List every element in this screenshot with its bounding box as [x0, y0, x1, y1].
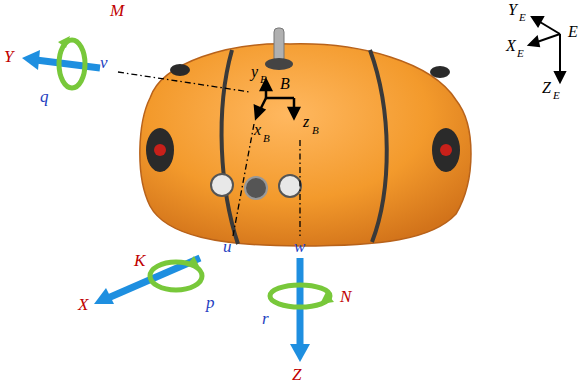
velocity-label: u — [223, 238, 232, 255]
frame-origin: E — [568, 24, 578, 40]
frame-axis: y — [251, 64, 258, 80]
subscript: B — [260, 74, 267, 85]
frame-axis: Z — [542, 80, 551, 96]
velocity-label: v — [100, 54, 108, 71]
subscript: B — [312, 125, 319, 136]
frame-axis: x — [254, 122, 261, 138]
subscript: E — [519, 12, 526, 23]
subscript: B — [263, 133, 270, 144]
subscript: E — [553, 90, 560, 101]
moment-label: K — [134, 252, 145, 269]
moment-label: N — [340, 288, 351, 305]
moment-label: M — [110, 2, 124, 19]
frame-axis: z — [303, 114, 309, 130]
frame-axis: X — [506, 38, 516, 54]
rate-label: q — [40, 88, 49, 105]
axis-label: Z — [292, 366, 301, 383]
rate-label: r — [262, 310, 269, 327]
subscript: E — [517, 48, 524, 59]
rate-label: p — [206, 294, 215, 311]
frame-axis: Y — [508, 2, 517, 18]
axis-label: Y — [4, 48, 13, 65]
velocity-label: w — [294, 238, 305, 255]
frame-origin: B — [280, 76, 290, 92]
axis-label: X — [78, 296, 88, 313]
